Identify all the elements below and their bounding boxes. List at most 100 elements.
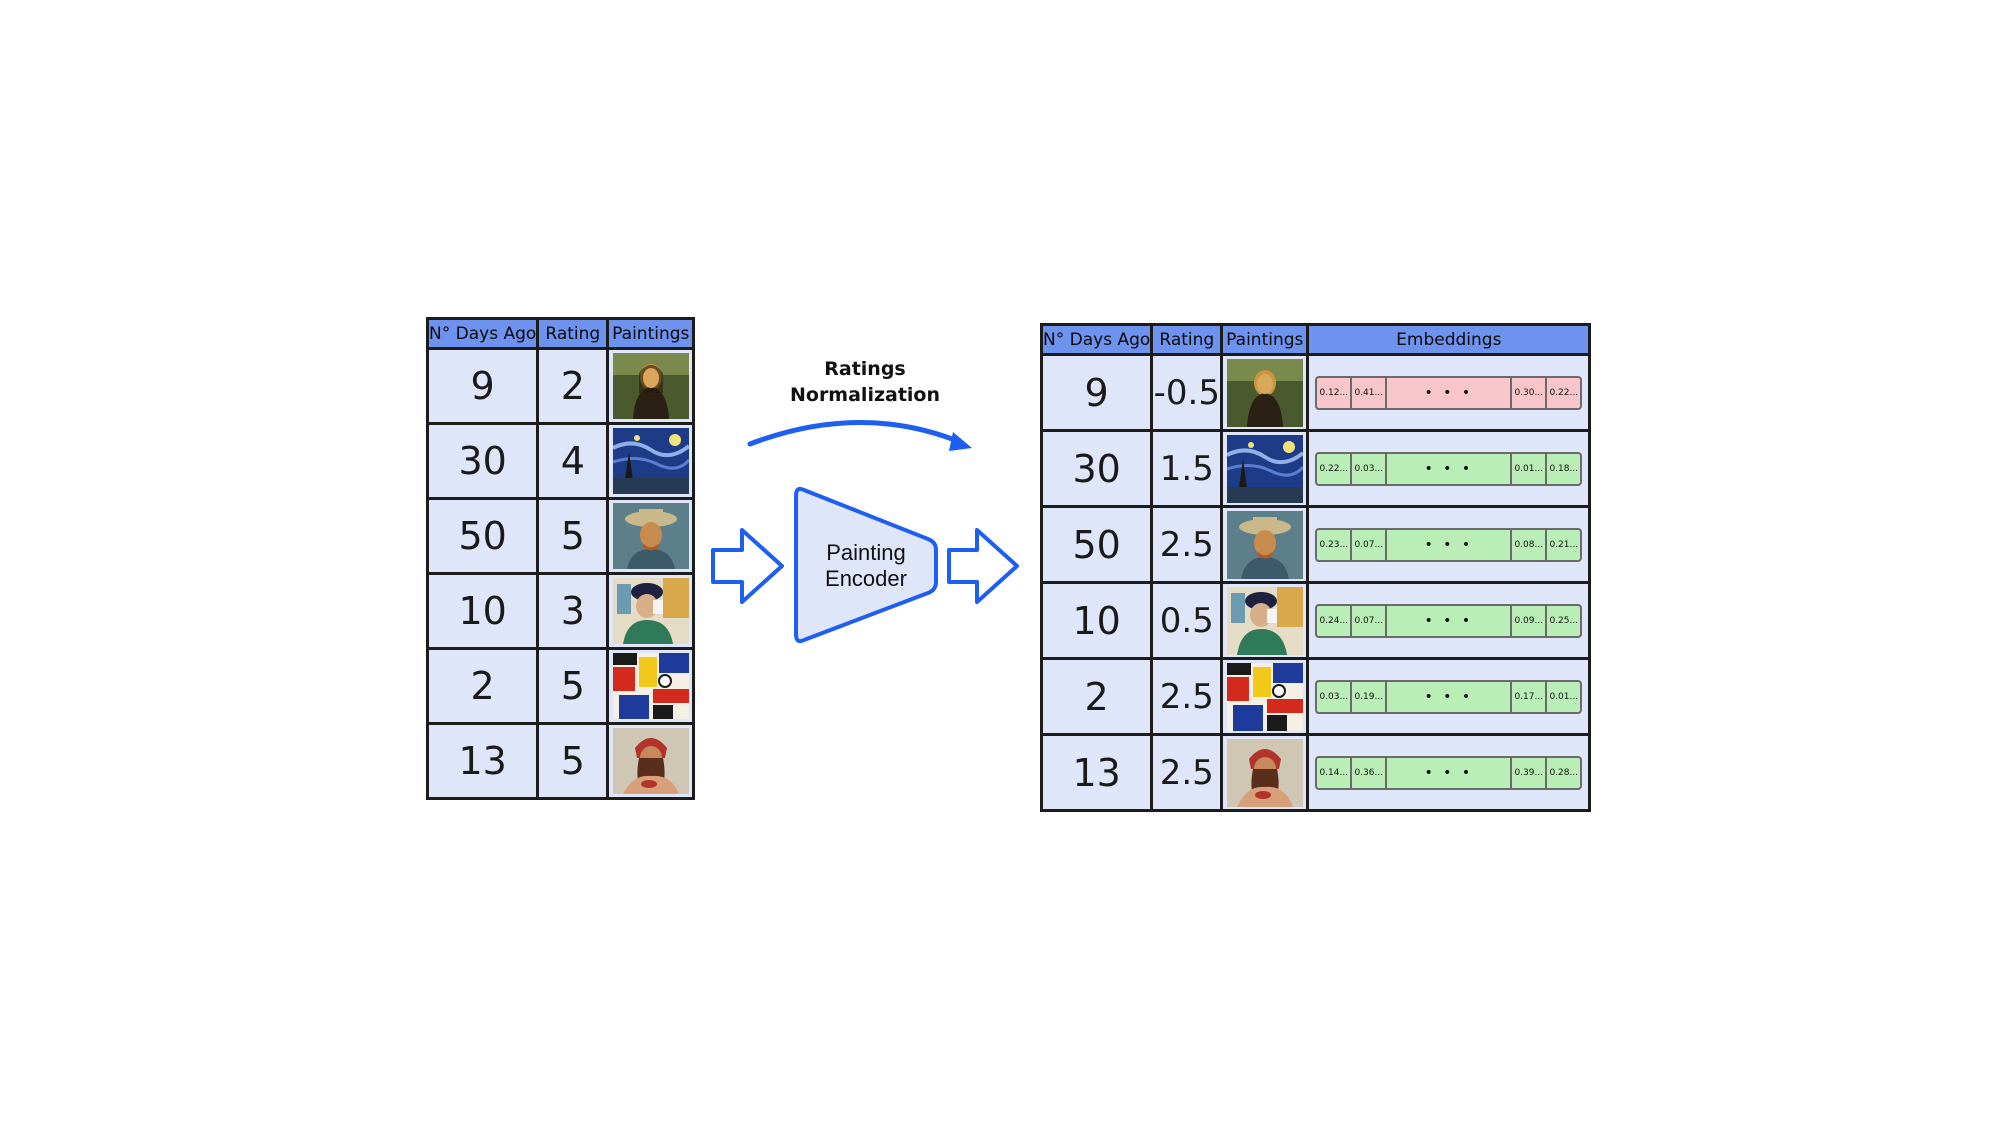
painting-cell <box>606 497 696 575</box>
bandaged-ear-portrait-thumbnail <box>612 578 689 644</box>
normalized-rating-cell: 2.5 <box>1150 733 1224 812</box>
embedding-value: 0.14... <box>1317 757 1353 788</box>
painting-cell <box>606 647 696 725</box>
table-row: 13 5 <box>425 722 696 800</box>
table-header-row: N° Days Ago Rating Paintings Embeddings <box>1039 323 1592 356</box>
mona-lisa-thumbnail <box>1226 358 1303 427</box>
header-rating: Rating <box>536 317 610 350</box>
header-paintings: Paintings <box>606 317 696 350</box>
table-row: 10 3 <box>425 572 696 650</box>
rating-cell: 5 <box>536 497 610 575</box>
days-ago-cell: 13 <box>1039 733 1154 812</box>
painting-cell <box>1220 581 1310 660</box>
input-arrow-icon <box>711 528 784 604</box>
painting-cell <box>606 722 696 800</box>
starry-night-thumbnail <box>1226 434 1303 503</box>
normalization-line-2: Normalization <box>789 384 941 406</box>
painting-cell <box>606 347 696 425</box>
table-row: 9 2 <box>425 347 696 425</box>
woman-red-headscarf-thumbnail <box>612 728 689 794</box>
rating-cell: 2 <box>536 347 610 425</box>
table-row: 10 0.5 0.24... 0.07... • • • 0.09... 0.2… <box>1039 581 1592 660</box>
days-ago-cell: 30 <box>1039 429 1154 508</box>
embedding-value: 0.36... <box>1352 757 1388 788</box>
painting-cell <box>606 422 696 500</box>
embedding-value: 0.17... <box>1512 681 1548 712</box>
embedding-cell: 0.03... 0.19... • • • 0.17... 0.01... <box>1306 657 1592 736</box>
embedding-value: 0.03... <box>1317 681 1353 712</box>
days-ago-cell: 50 <box>425 497 540 575</box>
embedding-vector: 0.14... 0.36... • • • 0.39... 0.28... <box>1315 755 1583 790</box>
normalized-rating-cell: 2.5 <box>1150 505 1224 584</box>
embedding-value: 0.19... <box>1352 681 1388 712</box>
days-ago-cell: 2 <box>425 647 540 725</box>
days-ago-cell: 10 <box>1039 581 1154 660</box>
embedding-ellipsis: • • • <box>1387 757 1513 788</box>
embedding-vector: 0.23... 0.07... • • • 0.08... 0.21... <box>1315 527 1583 562</box>
days-ago-cell: 2 <box>1039 657 1154 736</box>
painting-cell <box>1220 505 1310 584</box>
embedding-value: 0.22... <box>1317 453 1353 484</box>
painting-cell <box>1220 733 1310 812</box>
input-ratings-table: N° Days Ago Rating Paintings 9 2 30 4 <box>425 317 696 800</box>
embedding-value: 0.01... <box>1512 453 1548 484</box>
table-row: 2 5 <box>425 647 696 725</box>
embedding-value: 0.03... <box>1352 453 1388 484</box>
table-row: 13 2.5 0.14... 0.36... • • • 0.39... 0.2… <box>1039 733 1592 812</box>
embedding-vector: 0.24... 0.07... • • • 0.09... 0.25... <box>1315 603 1583 638</box>
embedding-value: 0.41... <box>1352 377 1388 408</box>
cubist-abstract-thumbnail <box>1226 662 1303 731</box>
embedding-cell: 0.23... 0.07... • • • 0.08... 0.21... <box>1306 505 1592 584</box>
table-row: 9 -0.5 0.12... 0.41... • • • 0.30... 0.2… <box>1039 353 1592 432</box>
rating-cell: 5 <box>536 647 610 725</box>
embedding-value: 0.18... <box>1549 463 1579 474</box>
header-days-ago: N° Days Ago <box>425 317 540 350</box>
embedding-value: 0.08... <box>1512 529 1548 560</box>
normalization-line-1: Ratings <box>824 358 906 380</box>
embedding-vector: 0.03... 0.19... • • • 0.17... 0.01... <box>1315 679 1583 714</box>
rating-cell: 4 <box>536 422 610 500</box>
table-row: 50 5 <box>425 497 696 575</box>
days-ago-cell: 9 <box>1039 353 1154 432</box>
painting-cell <box>606 572 696 650</box>
embedding-value: 0.21... <box>1549 539 1579 550</box>
embedding-value: 0.39... <box>1512 757 1548 788</box>
table-row: 30 4 <box>425 422 696 500</box>
van-gogh-self-portrait-thumbnail <box>612 503 689 569</box>
encoder-line-1: Painting <box>826 540 906 565</box>
embedding-value: 0.07... <box>1352 605 1388 636</box>
header-days-ago: N° Days Ago <box>1039 323 1154 356</box>
embedding-ellipsis: • • • <box>1387 377 1513 408</box>
painting-encoder-label: Painting Encoder <box>796 540 936 592</box>
table-row: 30 1.5 0.22... 0.03... • • • 0.01... 0.1… <box>1039 429 1592 508</box>
days-ago-cell: 13 <box>425 722 540 800</box>
normalization-arrowhead <box>949 432 972 451</box>
rating-cell: 3 <box>536 572 610 650</box>
woman-red-headscarf-thumbnail <box>1226 738 1303 807</box>
output-arrow-icon <box>947 528 1019 604</box>
embedding-cell: 0.14... 0.36... • • • 0.39... 0.28... <box>1306 733 1592 812</box>
normalized-rating-cell: 1.5 <box>1150 429 1224 508</box>
bandaged-ear-portrait-thumbnail <box>1226 586 1303 655</box>
embedding-vector: 0.12... 0.41... • • • 0.30... 0.22... <box>1315 375 1583 410</box>
embedding-value: 0.12... <box>1317 377 1353 408</box>
embedding-ellipsis: • • • <box>1387 681 1513 712</box>
table-header-row: N° Days Ago Rating Paintings <box>425 317 696 350</box>
painting-cell <box>1220 429 1310 508</box>
header-embeddings: Embeddings <box>1306 323 1592 356</box>
output-embeddings-table: N° Days Ago Rating Paintings Embeddings … <box>1039 323 1592 812</box>
embedding-cell: 0.22... 0.03... • • • 0.01... 0.18... <box>1306 429 1592 508</box>
embedding-vector: 0.22... 0.03... • • • 0.01... 0.18... <box>1315 451 1583 486</box>
embedding-value: 0.24... <box>1317 605 1353 636</box>
embedding-cell: 0.24... 0.07... • • • 0.09... 0.25... <box>1306 581 1592 660</box>
embedding-value: 0.01... <box>1549 691 1579 702</box>
embedding-value: 0.07... <box>1352 529 1388 560</box>
embedding-value: 0.28... <box>1549 767 1579 778</box>
embedding-value: 0.09... <box>1512 605 1548 636</box>
painting-cell <box>1220 657 1310 736</box>
van-gogh-self-portrait-thumbnail <box>1226 510 1303 579</box>
normalized-rating-cell: -0.5 <box>1150 353 1224 432</box>
rating-cell: 5 <box>536 722 610 800</box>
cubist-abstract-thumbnail <box>612 653 689 719</box>
